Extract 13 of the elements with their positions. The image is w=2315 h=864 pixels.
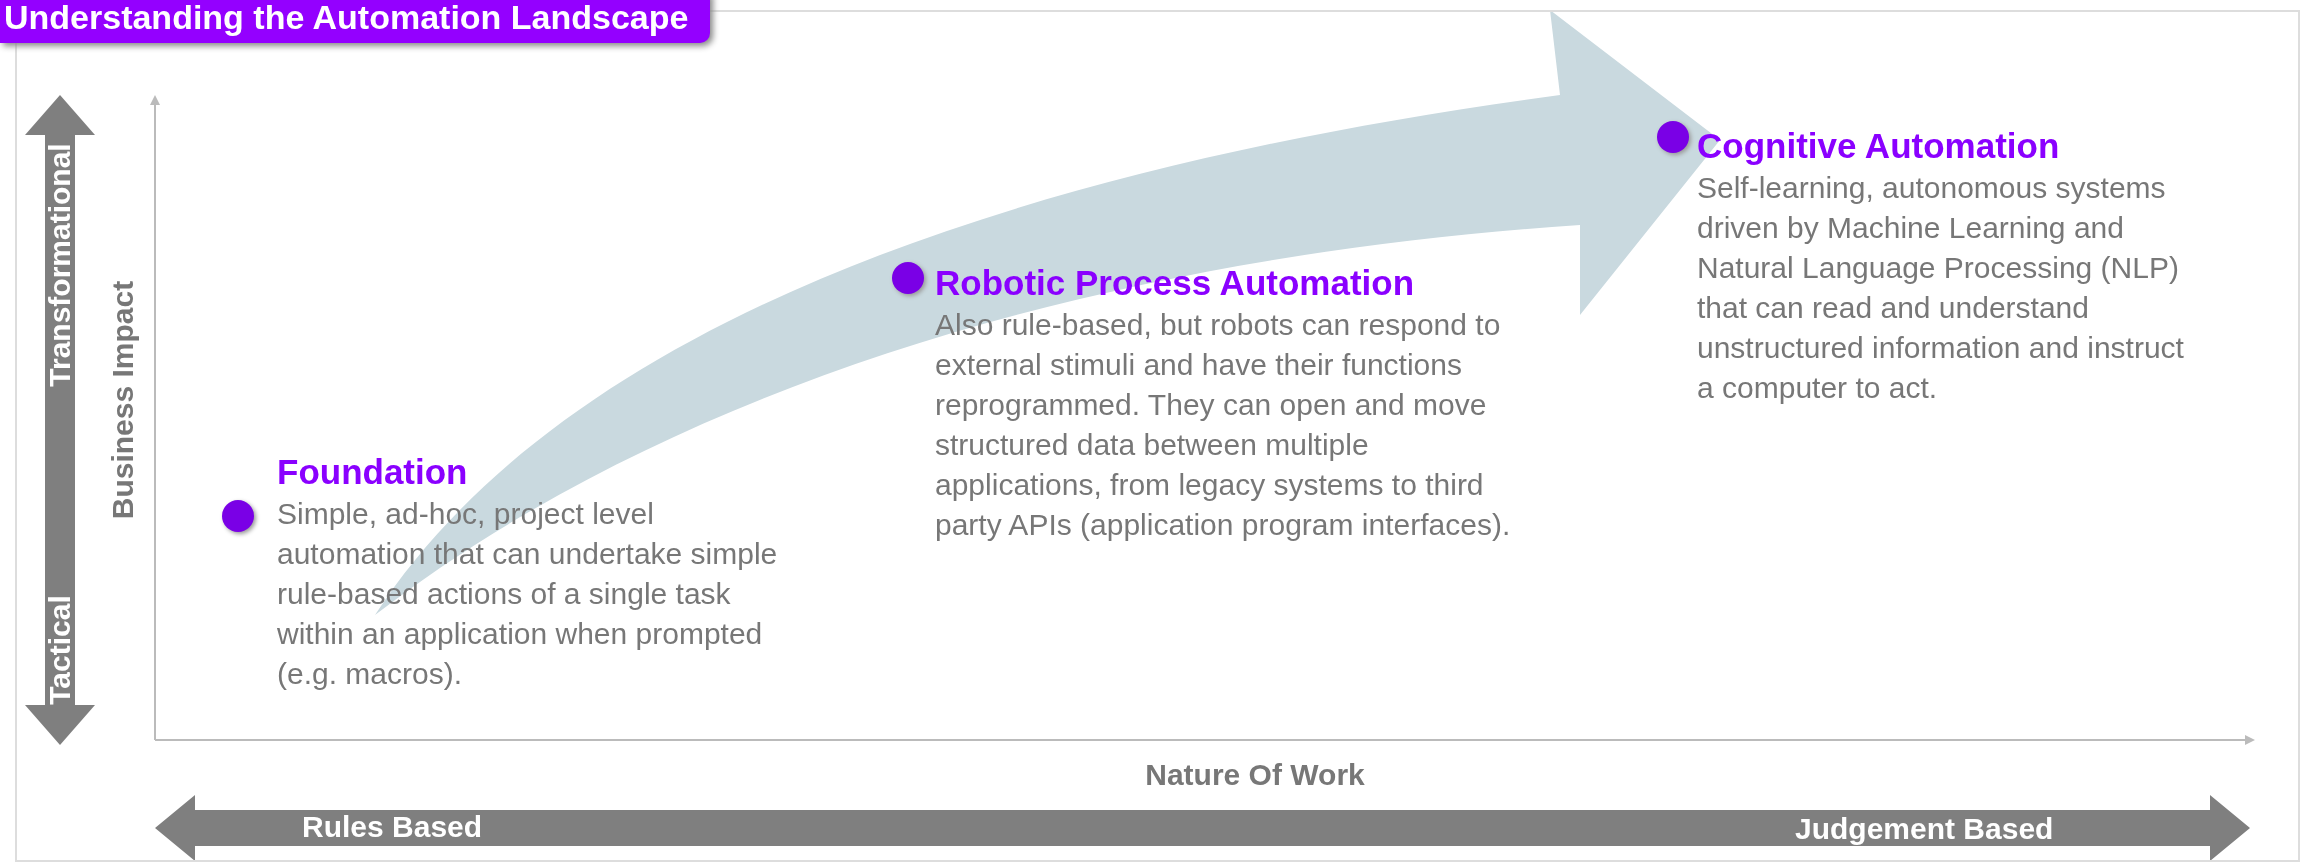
stage-heading: Cognitive Automation xyxy=(1697,126,2061,166)
stage-description: Simple, ad-hoc, project level automation that can undertake simple rule-based actions of a single task within an application when prompted (e.g. macros). xyxy=(277,496,779,692)
axis-end-label: Tactical xyxy=(43,595,77,705)
axis-title: Nature Of Work xyxy=(1145,758,1365,792)
stage-description: Self-learning, autonomous systems driven by Machine Learning and Natural Language Processing (NLP) that can read and understand unstructured information and instruct a computer to act. xyxy=(1697,170,2185,406)
title-banner: Understanding the Automation Landscape xyxy=(0,0,711,43)
axis-end-label: Rules Based xyxy=(302,810,483,844)
axis-end-label: Transformational xyxy=(43,143,77,387)
stage-description: Also rule-based, but robots can respond to external stimuli and have their functions reprogrammed. They can open and move structured data between multiple applications, from legacy systems to third party APIs (application program interfaces). xyxy=(935,307,1512,543)
axis-end-label: Judgement Based xyxy=(1795,812,2054,846)
axis-title: Business Impact xyxy=(106,280,140,520)
stage-heading: Robotic Process Automation xyxy=(935,263,1416,303)
stage-heading: Foundation xyxy=(277,452,469,492)
